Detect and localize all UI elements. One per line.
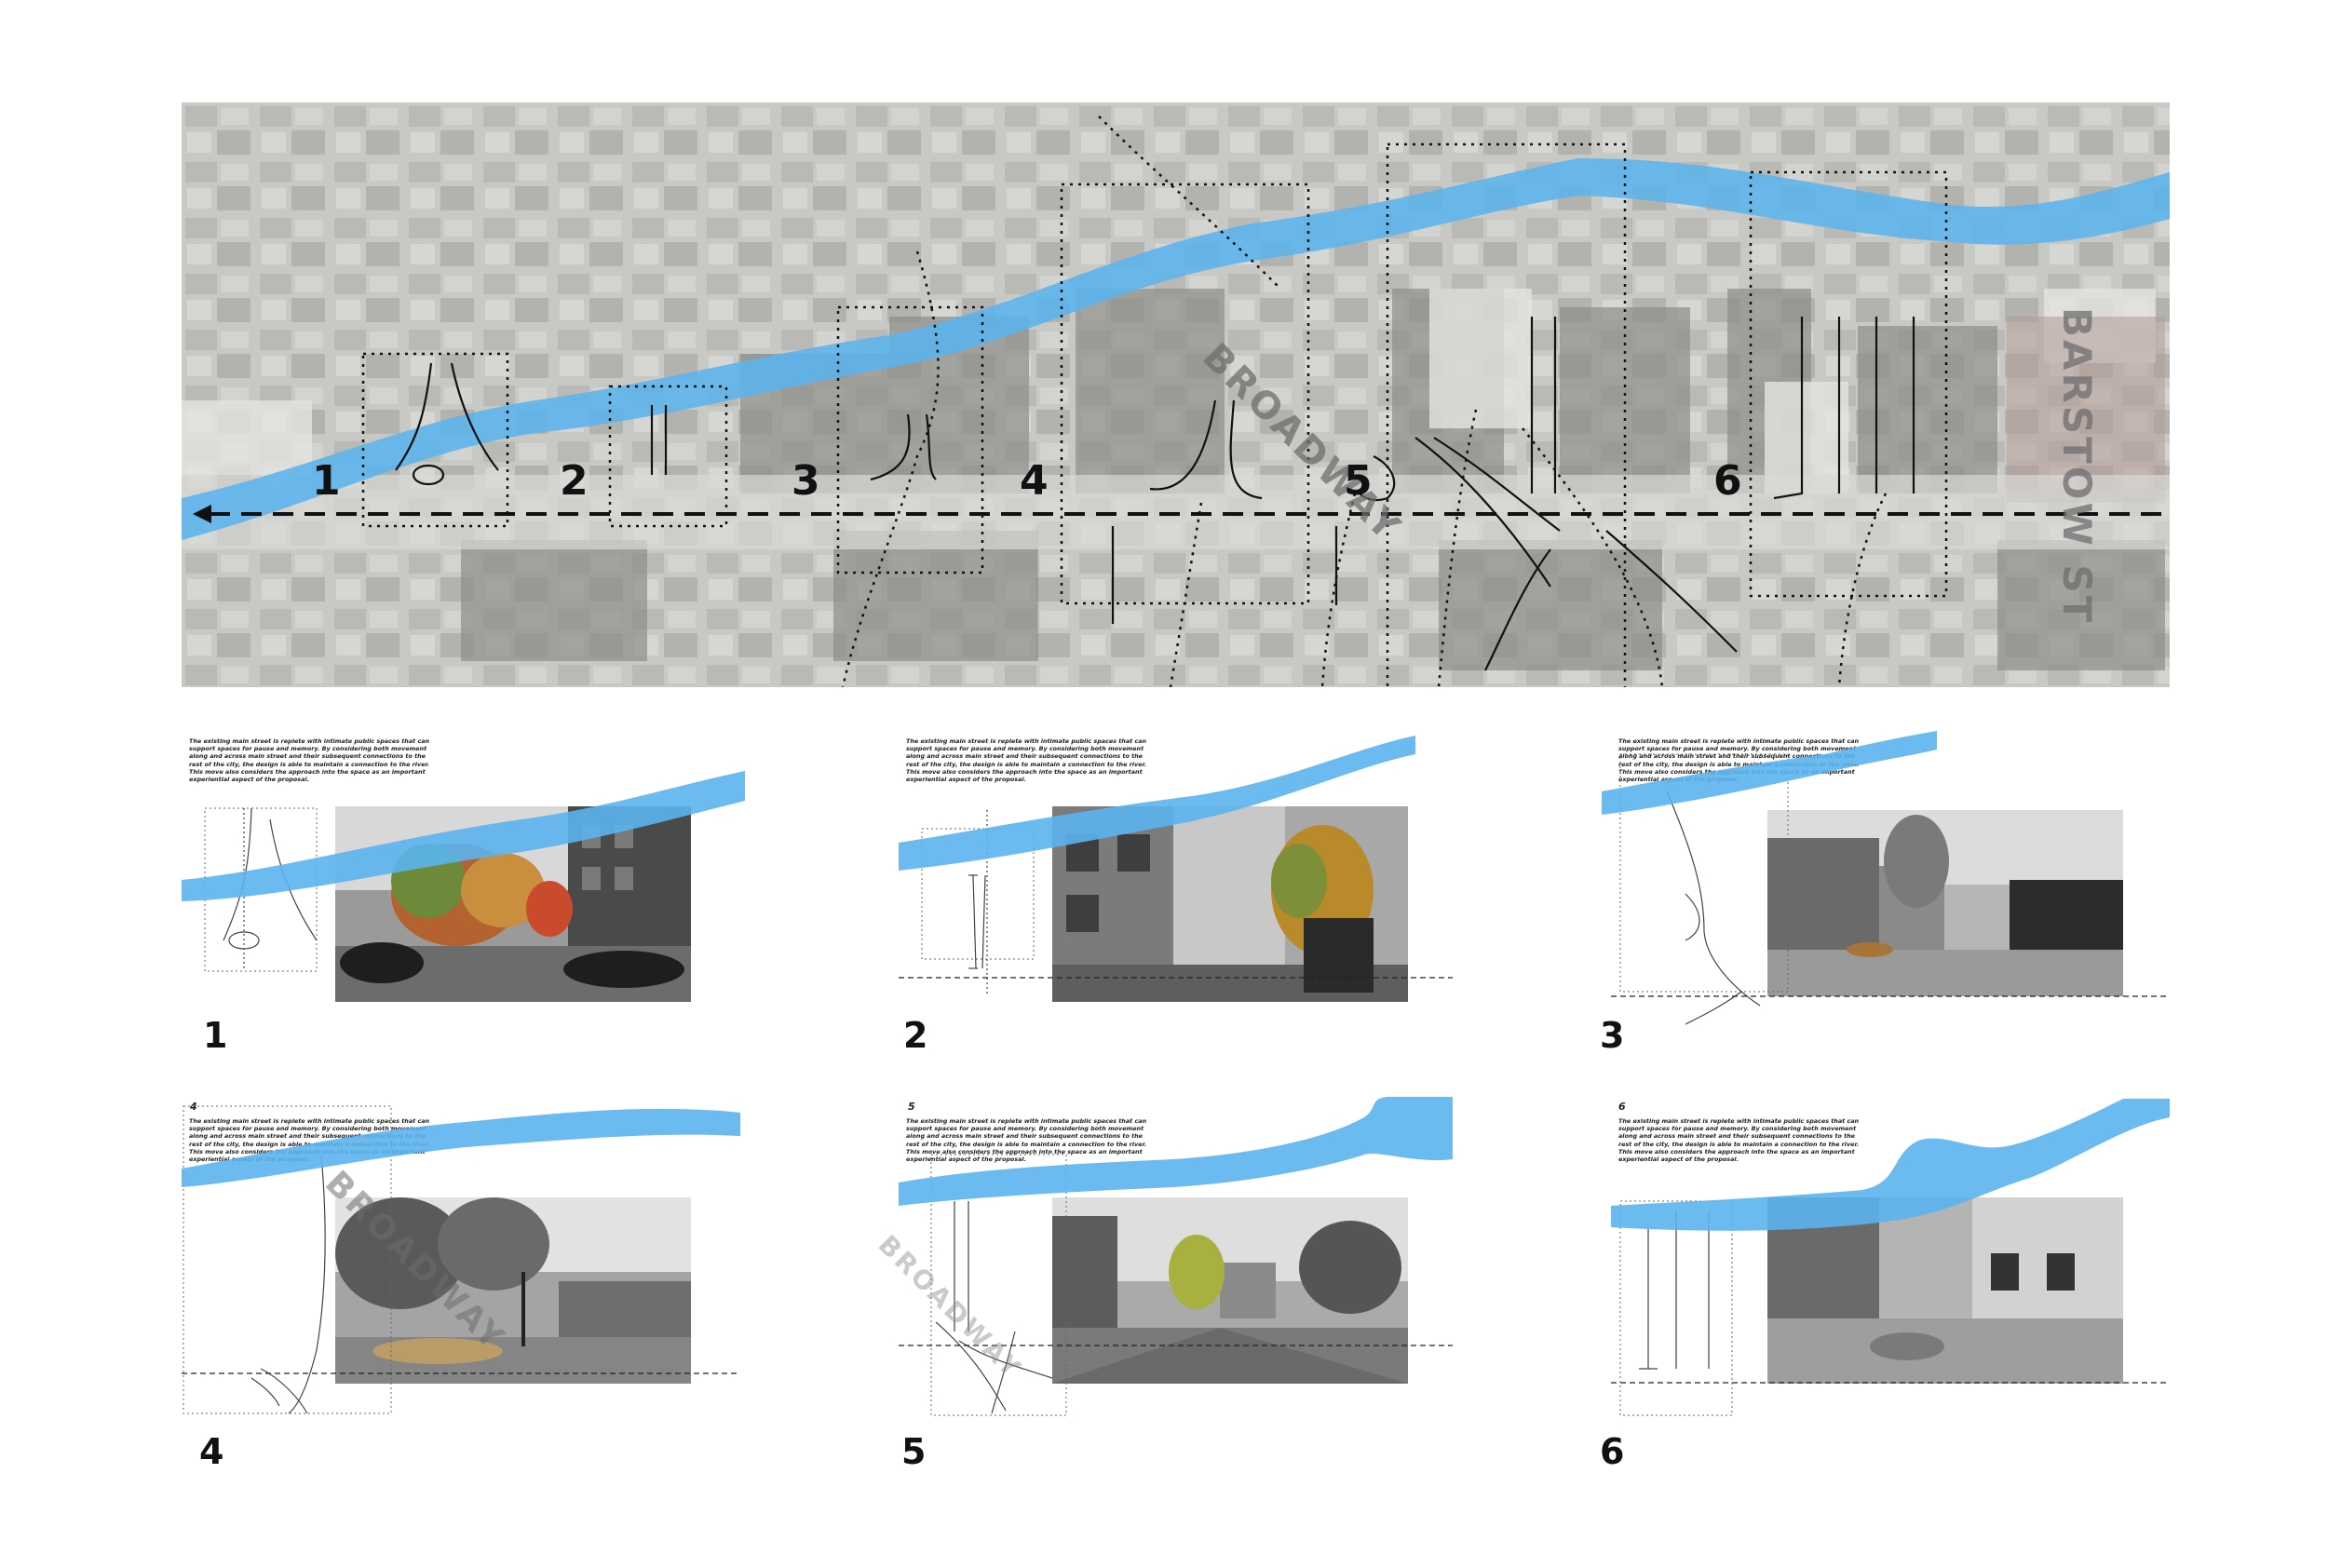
photo-graphics	[335, 806, 691, 1002]
panel-number-3: 3	[1600, 1015, 1625, 1056]
map-zone-label-5: 5	[1344, 457, 1373, 505]
photo-graphics	[1767, 1197, 2123, 1384]
design-linework	[395, 317, 1915, 671]
map-zone-label-2: 2	[560, 457, 589, 505]
panel-number-5: 5	[901, 1431, 927, 1472]
main-street-axis	[193, 505, 2170, 523]
street-photo-5	[1052, 1197, 1408, 1384]
barstow-st-label: BARSTOW ST	[2054, 307, 2100, 626]
panel-small-number-4: 4	[190, 1101, 197, 1113]
panel-description: The existing main street is replete with…	[189, 737, 430, 784]
map-zone-label-4: 4	[1020, 457, 1049, 505]
panel-small-number-5: 5	[908, 1101, 915, 1113]
panel-description: The existing main street is replete with…	[1618, 1117, 1860, 1164]
panel-description: The existing main street is replete with…	[906, 737, 1147, 784]
site-plan-map: BROADWAY BARSTOW ST 1 2 3 4 5 6	[182, 102, 2170, 687]
photo-graphics	[1767, 810, 2123, 996]
panel-number-6: 6	[1600, 1431, 1625, 1472]
street-photo-6	[1767, 1197, 2123, 1384]
photo-graphics	[1052, 806, 1408, 1002]
map-zone-label-3: 3	[792, 457, 820, 505]
site-axes	[841, 115, 1888, 687]
panel-description: The existing main street is replete with…	[1618, 737, 1860, 784]
map-graphics	[182, 102, 2170, 687]
photo-graphics	[1052, 1197, 1408, 1384]
panel-small-number-6: 6	[1618, 1101, 1626, 1113]
panel-number-4: 4	[199, 1431, 224, 1472]
map-zone-label-6: 6	[1713, 457, 1742, 505]
panel-description: The existing main street is replete with…	[906, 1117, 1147, 1164]
panel-description: The existing main street is replete with…	[189, 1117, 430, 1164]
brick-block	[2007, 317, 2165, 503]
panel-number-2: 2	[903, 1015, 928, 1056]
map-zone-label-1: 1	[312, 457, 341, 505]
street-photo-3	[1767, 810, 2123, 996]
panel-number-1: 1	[203, 1015, 228, 1056]
street-photo-1	[335, 806, 691, 1002]
street-photo-2	[1052, 806, 1408, 1002]
panel-5-broadway-label: BROADWAY	[872, 1229, 1029, 1386]
